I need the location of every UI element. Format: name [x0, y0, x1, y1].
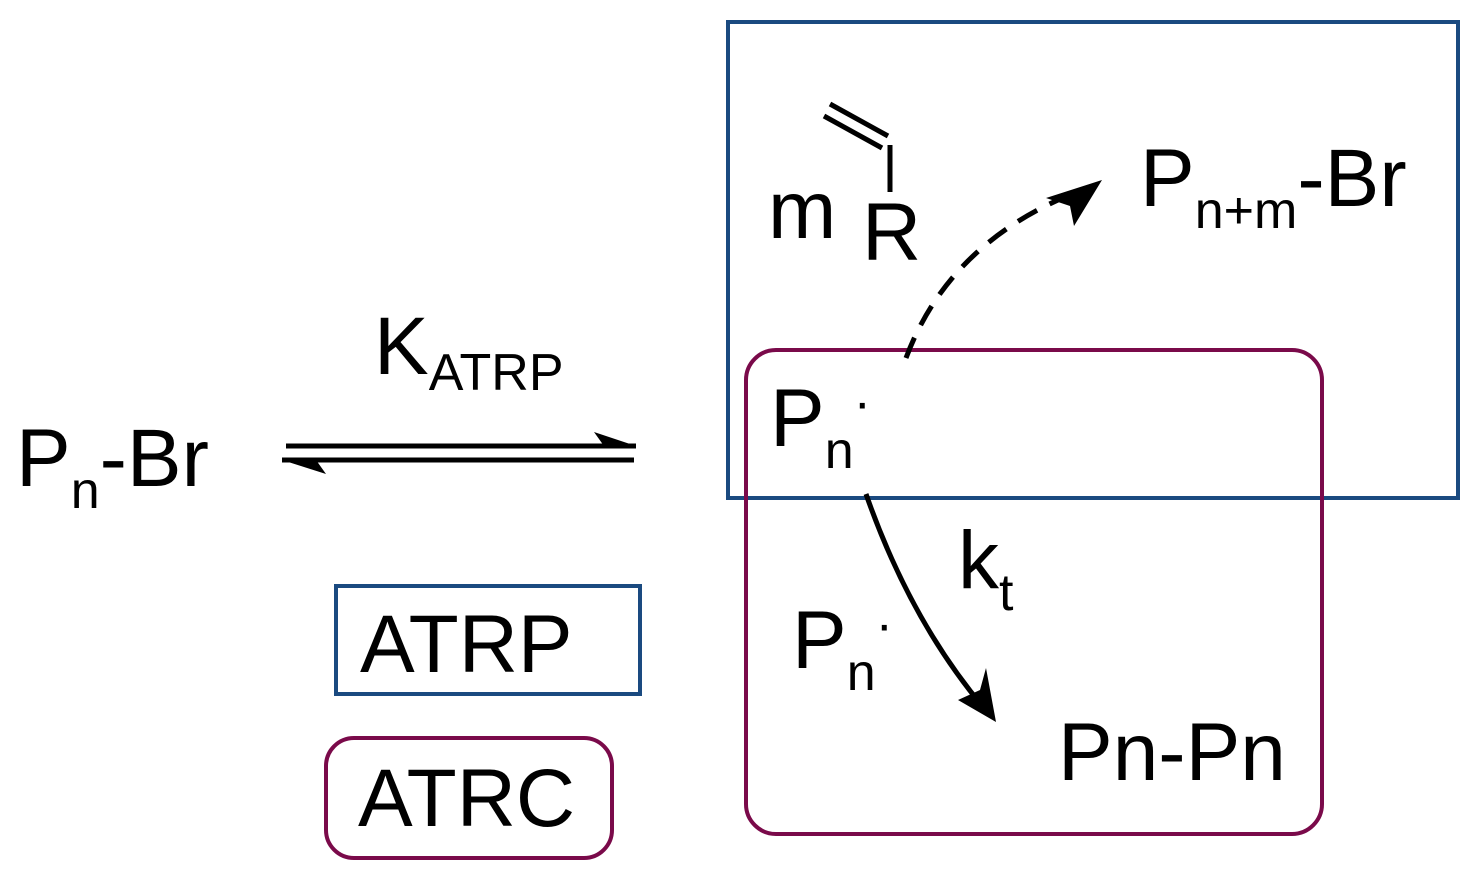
termination-constant-base: k [958, 515, 999, 606]
equilibrium-constant-subscript: ATRP [428, 344, 564, 402]
atrp-region-box [726, 20, 1460, 500]
reactant-subscript: n [70, 462, 100, 520]
legend-atrp-label: ATRP [360, 599, 573, 690]
radical-subscript: n [824, 422, 854, 480]
forward-harpoon-head [594, 432, 636, 446]
equilibrium-constant-label: KATRP [374, 306, 564, 400]
reverse-harpoon-head [282, 460, 326, 474]
monomer-coefficient: m [768, 165, 837, 256]
propagation-product-label: Pn+m-Br [1140, 138, 1407, 238]
second-radical-subscript: n [846, 644, 876, 702]
radical-label: Pn· [770, 377, 871, 477]
vinyl-monomer-structure [822, 101, 893, 192]
legend-atrp-box [334, 584, 642, 696]
propagation-arrow [903, 187, 1083, 359]
termination-constant-subscript: t [999, 564, 1014, 622]
propagation-product-subscript: n+m [1194, 182, 1298, 240]
termination-constant-label: kt [958, 520, 1013, 620]
coupling-product-label: Pn-Pn [1058, 707, 1286, 798]
radical-base: P [770, 373, 825, 464]
equilibrium-constant-base: K [374, 301, 429, 392]
reactant-label: Pn-Br [16, 418, 209, 518]
second-radical-dot: · [875, 596, 893, 654]
legend-atrc-label: ATRC [358, 753, 576, 844]
reactant-base: P [16, 413, 71, 504]
termination-arrowhead [958, 668, 996, 722]
propagation-product-base: P [1140, 133, 1195, 224]
propagation-arrowhead [1046, 180, 1102, 226]
equilibrium-arrows [282, 443, 636, 463]
second-radical-label: Pn· [792, 599, 893, 699]
atrc-region-box [744, 348, 1324, 836]
second-radical-base: P [792, 595, 847, 686]
termination-arrow [863, 493, 986, 710]
monomer-r-group: R [862, 187, 922, 278]
reactant-suffix: -Br [99, 413, 209, 504]
radical-dot: · [853, 374, 871, 432]
legend-atrc-box [324, 736, 614, 860]
propagation-product-suffix: -Br [1297, 133, 1407, 224]
